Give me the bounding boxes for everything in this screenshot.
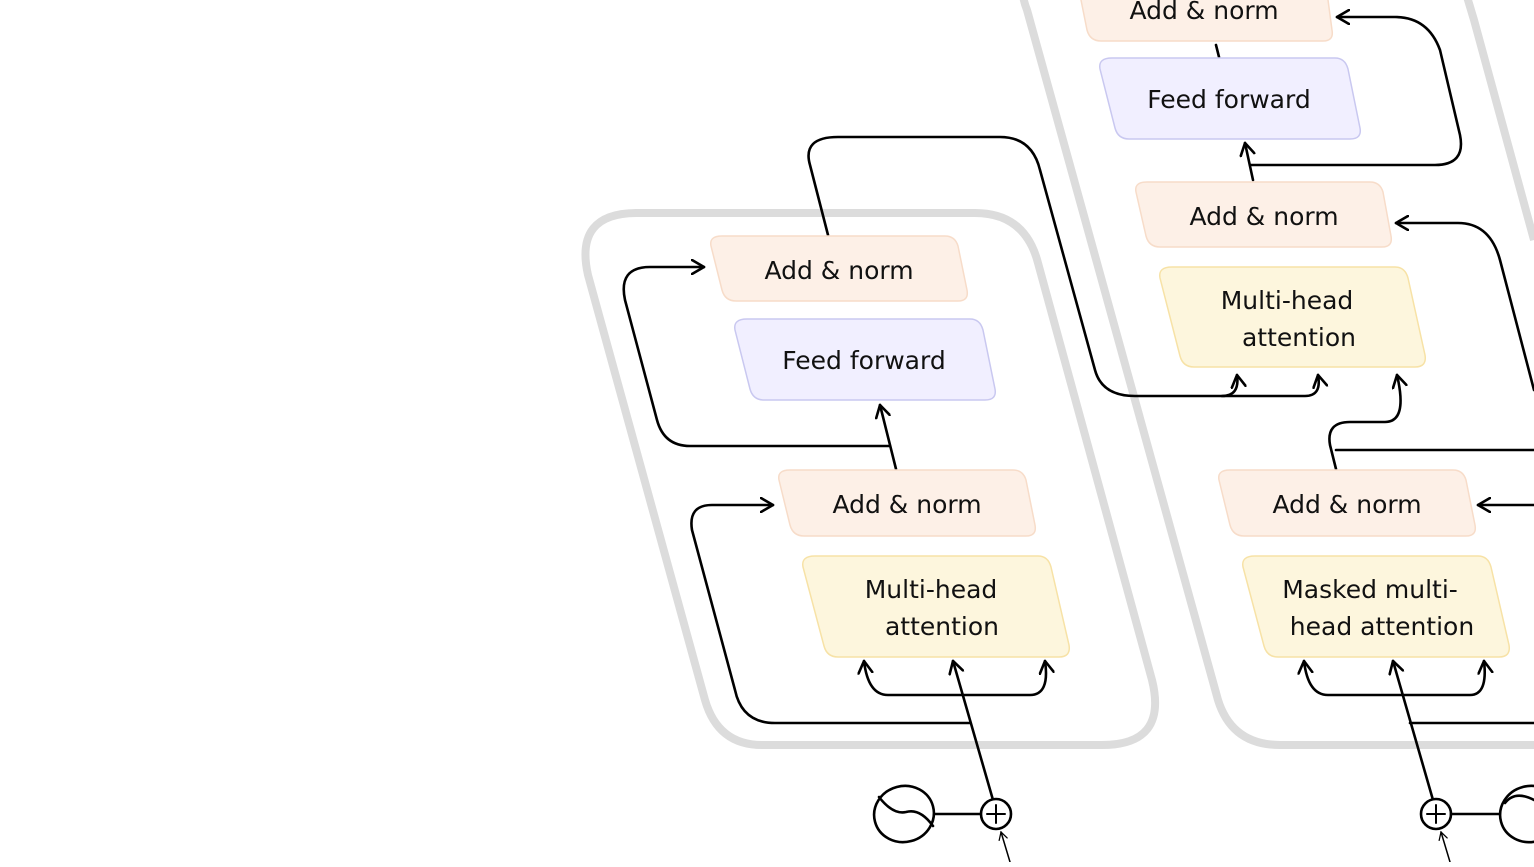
decoder-masked-attention-line2: head attention bbox=[1290, 612, 1474, 641]
encoder-multi-head-attention: Multi-head attention bbox=[802, 555, 1071, 658]
decoder-multi-head-attention: Multi-head attention bbox=[1159, 266, 1427, 368]
encoder-feed-forward: Feed forward bbox=[734, 318, 997, 401]
decoder-add-norm-bottom-label: Add & norm bbox=[1272, 490, 1421, 519]
decoder-add-norm-top: Add & norm bbox=[1080, 0, 1334, 42]
encoder-add-norm-top: Add & norm bbox=[709, 235, 969, 302]
decoder-cross-attention-line2: attention bbox=[1242, 323, 1356, 352]
decoder-add-norm-top-label: Add & norm bbox=[1129, 0, 1278, 25]
encoder-attention-line1: Multi-head bbox=[865, 575, 998, 604]
decoder-add-norm-bottom: Add & norm bbox=[1217, 469, 1477, 537]
decoder-positional-encoding bbox=[1419, 784, 1534, 863]
encoder-add-norm-bottom: Add & norm bbox=[777, 469, 1037, 537]
decoder-add-circle-icon bbox=[1419, 797, 1453, 831]
encoder-block-frame bbox=[581, 209, 1160, 749]
encoder-positional-encoding bbox=[872, 784, 1013, 863]
decoder-masked-attention-line1: Masked multi- bbox=[1282, 575, 1458, 604]
decoder-add-norm-middle-label: Add & norm bbox=[1189, 202, 1338, 231]
decoder-masked-attention: Masked multi- head attention bbox=[1242, 555, 1511, 658]
encoder-sine-wave-icon bbox=[872, 784, 936, 844]
decoder-block-frame bbox=[1019, 0, 1534, 749]
decoder-add-norm-middle: Add & norm bbox=[1134, 181, 1393, 248]
encoder-connectors bbox=[622, 135, 1319, 802]
decoder-sine-wave-icon bbox=[1498, 784, 1534, 844]
decoder-connectors bbox=[1214, 17, 1534, 802]
decoder-cross-attention-line1: Multi-head bbox=[1221, 286, 1354, 315]
decoder-feed-forward-label: Feed forward bbox=[1147, 85, 1310, 114]
encoder-attention-line2: attention bbox=[885, 612, 999, 641]
encoder-feed-forward-label: Feed forward bbox=[782, 346, 945, 375]
encoder-add-circle-icon bbox=[979, 797, 1013, 831]
encoder-add-norm-bottom-label: Add & norm bbox=[832, 490, 981, 519]
encoder-add-norm-top-label: Add & norm bbox=[764, 256, 913, 285]
decoder-feed-forward: Feed forward bbox=[1099, 57, 1362, 140]
